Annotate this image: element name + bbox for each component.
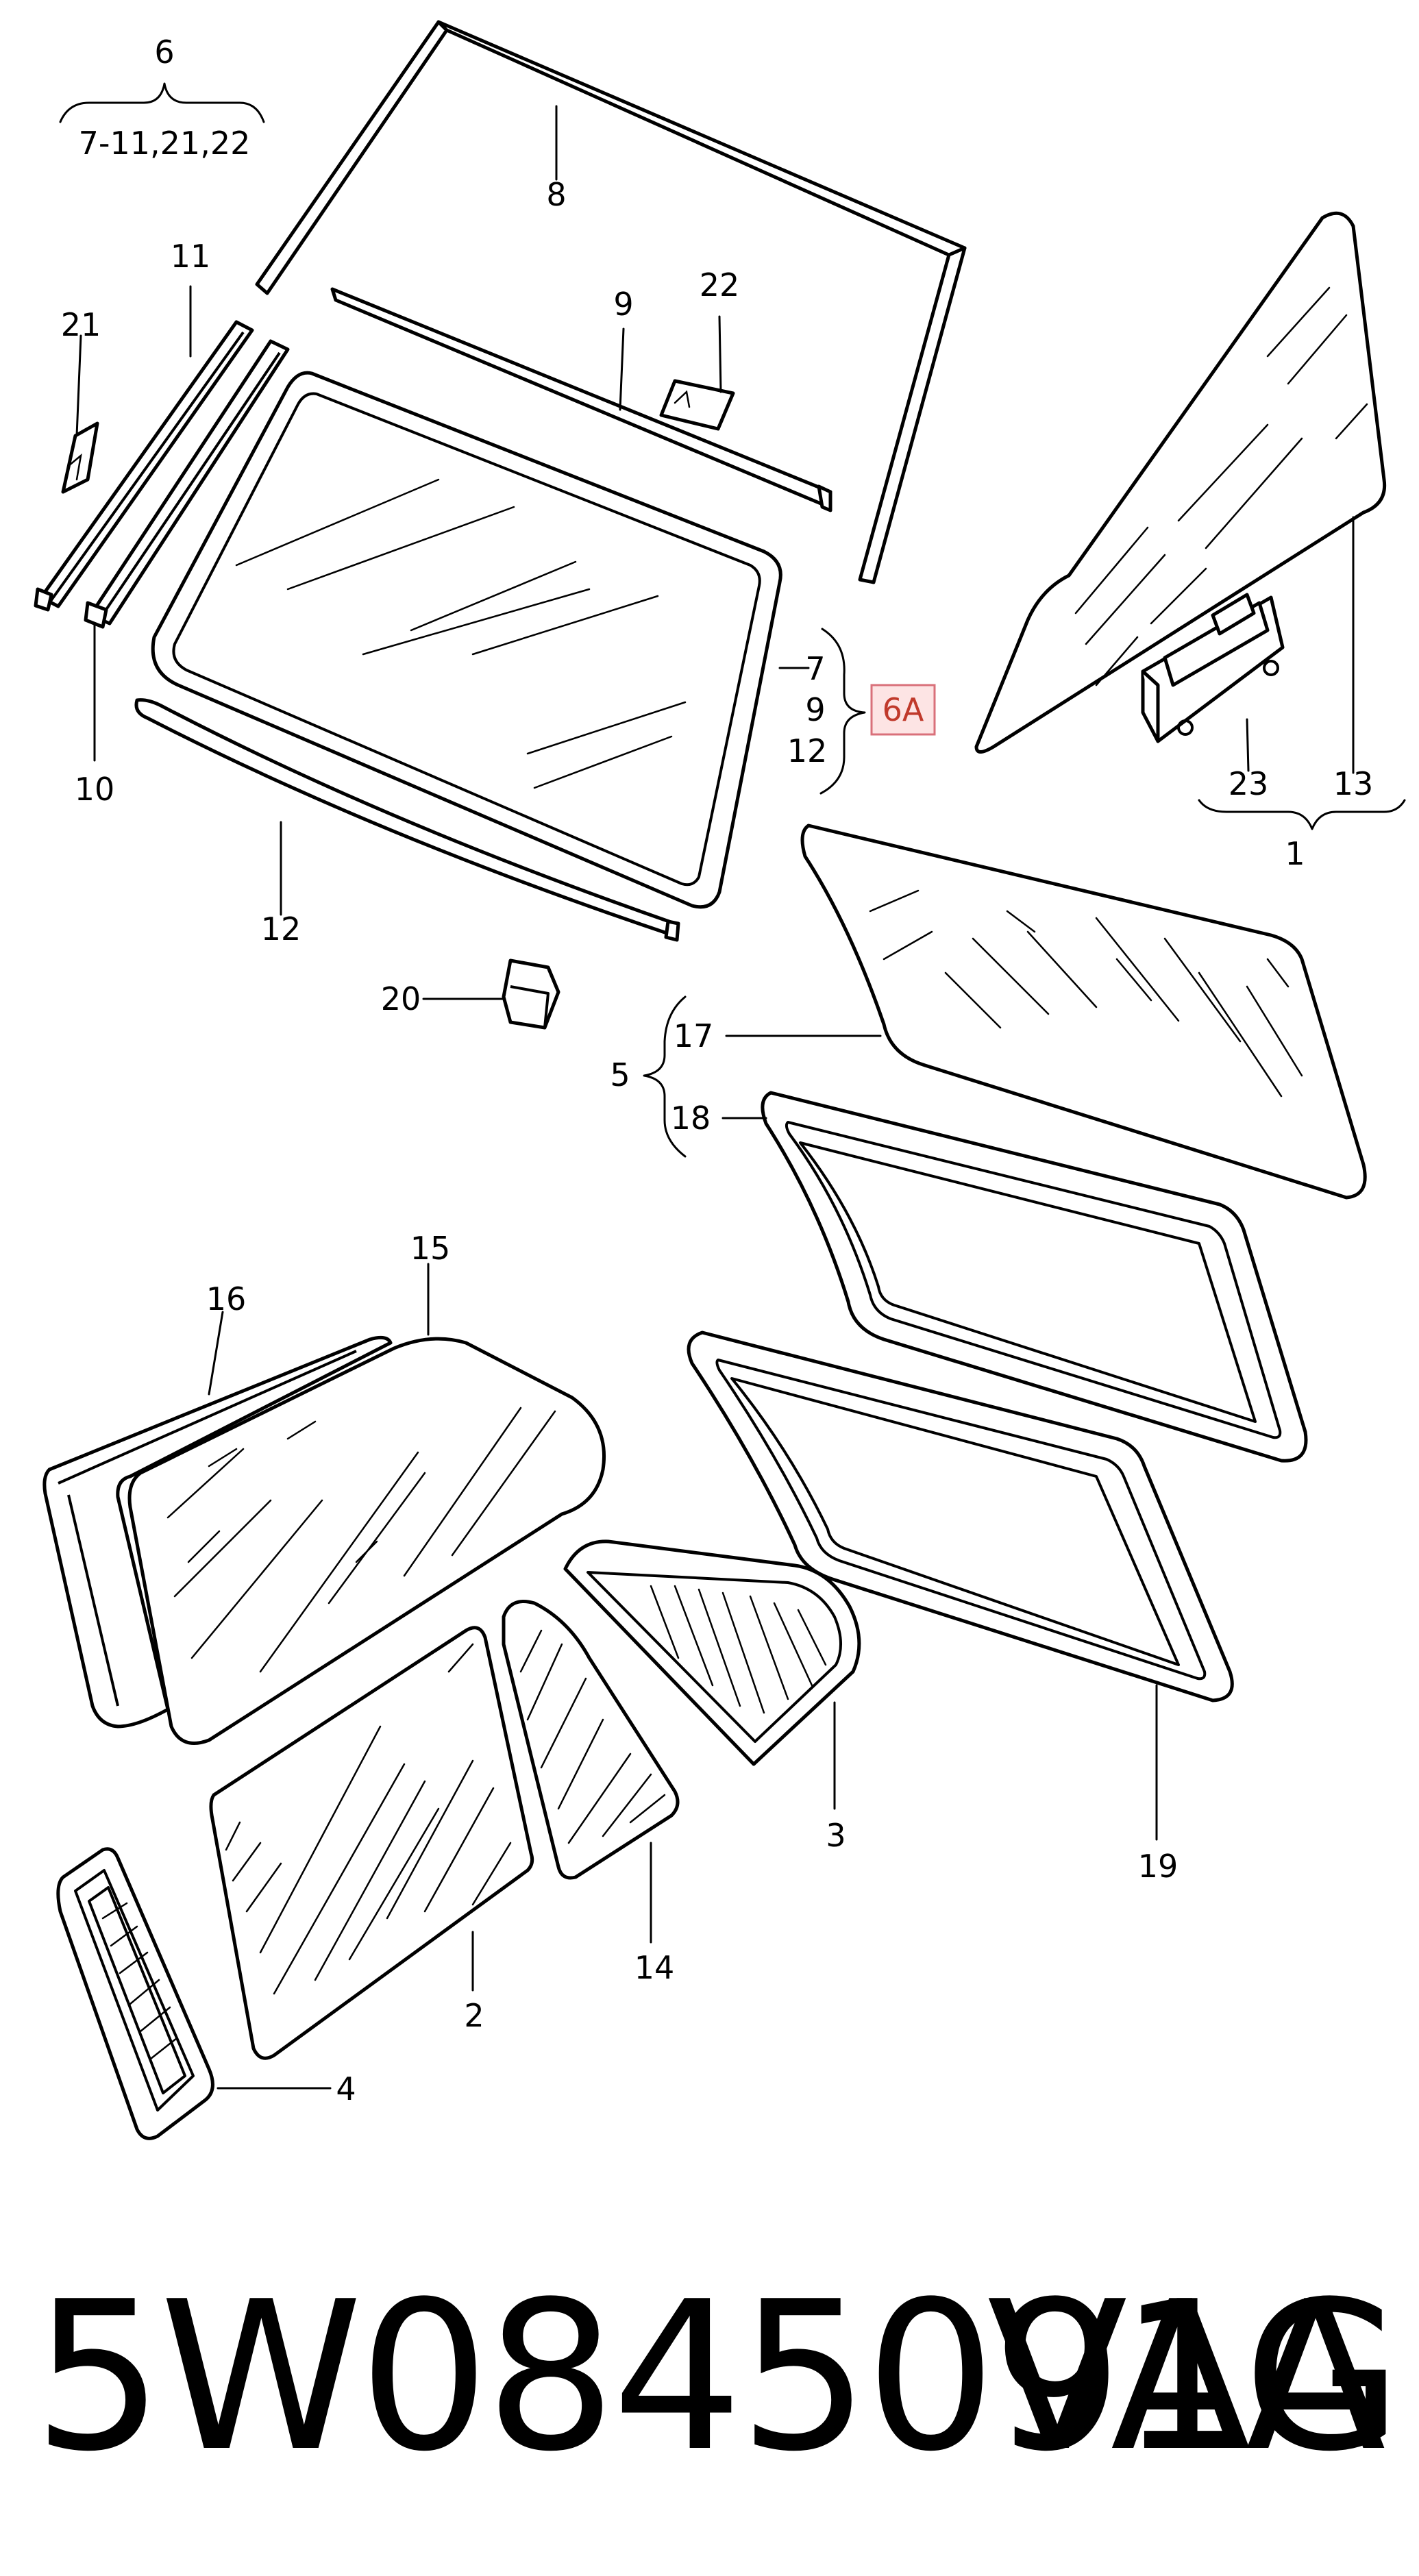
part-9-upper-seal-strip bbox=[330, 287, 832, 512]
callout-13: 13 bbox=[1333, 765, 1374, 802]
callout-8: 8 bbox=[546, 176, 566, 213]
callout-7: 7 bbox=[805, 650, 825, 687]
callout-9: 9 bbox=[613, 286, 633, 323]
highlight-6a-box[interactable] bbox=[870, 684, 936, 736]
part-22-sticker bbox=[659, 315, 735, 431]
callout-15: 15 bbox=[410, 1230, 451, 1267]
highlight-6a-label[interactable]: 6A bbox=[883, 691, 924, 728]
part-4-vent-glass bbox=[56, 1847, 332, 2140]
windshield-glass bbox=[151, 371, 810, 909]
part-10-pillar-trim bbox=[84, 339, 290, 762]
part-19-rear-seal bbox=[687, 1330, 1234, 1841]
callout-20: 20 bbox=[381, 980, 421, 1017]
callout-12-group: 12 bbox=[787, 732, 828, 769]
group-1-bracket bbox=[1198, 799, 1406, 830]
part-20-clip bbox=[422, 958, 560, 1030]
callout-21: 21 bbox=[61, 306, 101, 343]
callout-14: 14 bbox=[634, 1949, 675, 1986]
callout-10: 10 bbox=[75, 771, 115, 808]
callout-16: 16 bbox=[206, 1280, 247, 1317]
callout-23: 23 bbox=[1229, 765, 1269, 802]
part-14-small-glass bbox=[502, 1600, 680, 1944]
label-group-6-range: 7-11,21,22 bbox=[79, 125, 251, 162]
group-5-bracket bbox=[643, 995, 687, 1158]
callout-19: 19 bbox=[1138, 1848, 1179, 1885]
part-23-window-guide bbox=[1141, 593, 1285, 772]
callout-3: 3 bbox=[826, 1817, 846, 1854]
callout-17: 17 bbox=[674, 1017, 714, 1054]
part-18-rear-seal bbox=[721, 1091, 1308, 1463]
part-15-side-glass bbox=[127, 1263, 606, 1745]
bracket-6a bbox=[819, 628, 866, 795]
part-12-lower-seal-strip bbox=[134, 698, 680, 942]
label-group-6: 6 bbox=[154, 34, 174, 71]
callout-22: 22 bbox=[700, 267, 740, 304]
callout-11: 11 bbox=[171, 238, 211, 275]
part-8-windshield-moulding bbox=[255, 20, 967, 584]
label-group-1: 1 bbox=[1285, 835, 1305, 872]
part-11-pillar-trim bbox=[34, 285, 254, 612]
part-21-sticker bbox=[61, 334, 99, 494]
brand-text: VAG bbox=[987, 2257, 1403, 2497]
callout-18: 18 bbox=[671, 1100, 711, 1137]
part-17-rear-glass bbox=[725, 823, 1367, 1200]
callout-4: 4 bbox=[336, 2070, 356, 2107]
callout-12: 12 bbox=[261, 911, 301, 948]
part-16-side-seal bbox=[42, 1311, 393, 1729]
part-3-quarter-glass bbox=[563, 1539, 861, 1810]
callout-9-group: 9 bbox=[805, 691, 825, 728]
group-6-bracket bbox=[59, 82, 265, 123]
part-13-side-window bbox=[974, 211, 1387, 774]
part-2-quarter-glass bbox=[209, 1626, 534, 2060]
part-number-text: 5W0845091A bbox=[33, 2257, 1386, 2497]
callout-2: 2 bbox=[464, 1997, 484, 2034]
label-group-5: 5 bbox=[610, 1056, 630, 1093]
